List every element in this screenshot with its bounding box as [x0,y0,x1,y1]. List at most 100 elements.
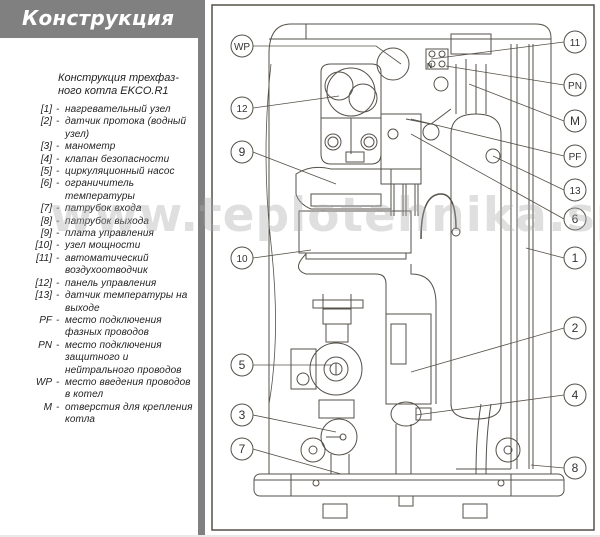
callout-circle [230,96,254,120]
boiler-casing [268,23,552,475]
temperature-limiter [380,113,422,170]
legend-text: датчик протока (водный узел) [65,116,187,140]
callout-10: 10 [230,246,254,270]
legend-text: циркуляционный насос [65,166,175,178]
terminal-block [425,48,449,70]
bottom-rail [253,473,565,497]
legend-key: [1] [40,104,52,115]
callout-11: 11 [563,30,587,54]
callout-label: WP [234,42,250,53]
legend-text: патрубок выхода [65,215,150,227]
legend-item: [9]-плата управления [0,228,196,240]
legend-text: нагревательный узел [65,104,171,115]
callout-13: 13 [563,178,587,202]
callout-label: 4 [572,388,579,402]
callout-circle [563,207,587,231]
legend-key: [9] [40,228,52,240]
legend-dash: - [56,166,60,178]
legend-key: [11] [36,252,52,264]
legend-text: место подключения защитного и нейтрально… [65,339,182,376]
legend-text: плата управления [65,228,154,240]
callout-circle [563,246,587,270]
legend-text: место подключения фазных проводов [65,314,162,339]
legend-dash: - [56,141,60,153]
legend-text: ограничитель температуры [65,178,135,202]
callout-1: 1 [563,246,587,270]
legend-item: PN-место подключения защитного и нейтрал… [0,340,196,377]
callout-9: 9 [230,140,254,164]
callout-label: 11 [570,38,581,49]
legend-text: автоматический воздухоотводчик [65,252,149,277]
legend-text: панель управления [65,277,157,289]
legend-dash: - [56,104,60,115]
legend-key: [12] [35,277,52,289]
callout-7: 7 [230,437,254,461]
legend-key: PN [38,339,52,351]
callout-label: PF [569,152,582,163]
legend-dash: - [56,116,60,128]
callout-label: 5 [239,358,246,372]
callout-12: 12 [230,96,254,120]
callout-label: 8 [572,461,579,475]
callout-circle [563,456,587,480]
callout-3: 3 [230,403,254,427]
callout-m: M [563,109,587,133]
terminal-n-label: N [427,63,432,70]
legend-key: [10] [35,240,52,252]
legend-key: [6] [40,178,52,190]
callout-pf: PF [563,144,587,168]
circulation-pump [309,342,363,396]
legend-dash: - [56,401,60,413]
callout-circle [230,353,254,377]
legend-item: [7]-патрубок входа [0,203,196,215]
callout-label: 3 [239,408,246,422]
callout-label: 1 [572,251,579,265]
bottom-divider [0,535,600,537]
callout-circle [230,246,254,270]
legend-dash: - [56,376,60,388]
cable-entry [376,47,410,81]
callout-2: 2 [563,316,587,340]
legend-dash: - [56,153,60,165]
legend-dash: - [56,240,60,252]
callout-circle [563,383,587,407]
legend-dash: - [56,215,60,227]
section-title: Конструкция [22,6,175,30]
callout-8: 8 [563,456,587,480]
legend-key: WP [35,376,52,388]
legend-dash: - [56,339,60,351]
callout-circle [563,178,587,202]
legend-key: [3] [40,141,52,153]
callout-label: 9 [239,145,246,159]
legend-item: [10]-узел мощности [0,240,196,252]
legend-text: отверстия для крепления котла [65,401,193,426]
legend-key: M [43,401,52,413]
callout-label: 12 [236,104,248,115]
legend-text: манометр [65,141,116,153]
heating-unit [450,113,502,420]
legend-list: [1]-нагревательный узел[2]-датчик проток… [0,104,196,427]
legend-key: [5] [40,166,52,178]
legend-item: [3]-манометр [0,141,196,153]
legend-dash: - [56,277,60,289]
callout-circle [563,144,587,168]
legend-key: PF [39,314,52,326]
legend-dash: - [56,290,60,302]
legend-title: Конструкция трехфаз-ного котла EKCO.R1 [58,72,179,97]
callout-circle [563,30,587,54]
outlet-nut [462,503,488,519]
legend-text: узел мощности [65,240,141,252]
callout-circle [230,140,254,164]
callout-label: 2 [572,321,579,335]
legend-item: [5]-циркуляционный насос [0,166,196,178]
callout-5: 5 [230,353,254,377]
legend-dash: - [56,252,60,264]
legend-item: [8]-патрубок выхода [0,216,196,228]
power-unit [298,210,412,254]
legend-item: [13]-датчик температуры на выходе [0,290,196,315]
callout-label: PN [568,81,582,92]
callout-circle [230,403,254,427]
callout-label: 13 [569,186,581,197]
section-header: Конструкция [0,0,205,38]
